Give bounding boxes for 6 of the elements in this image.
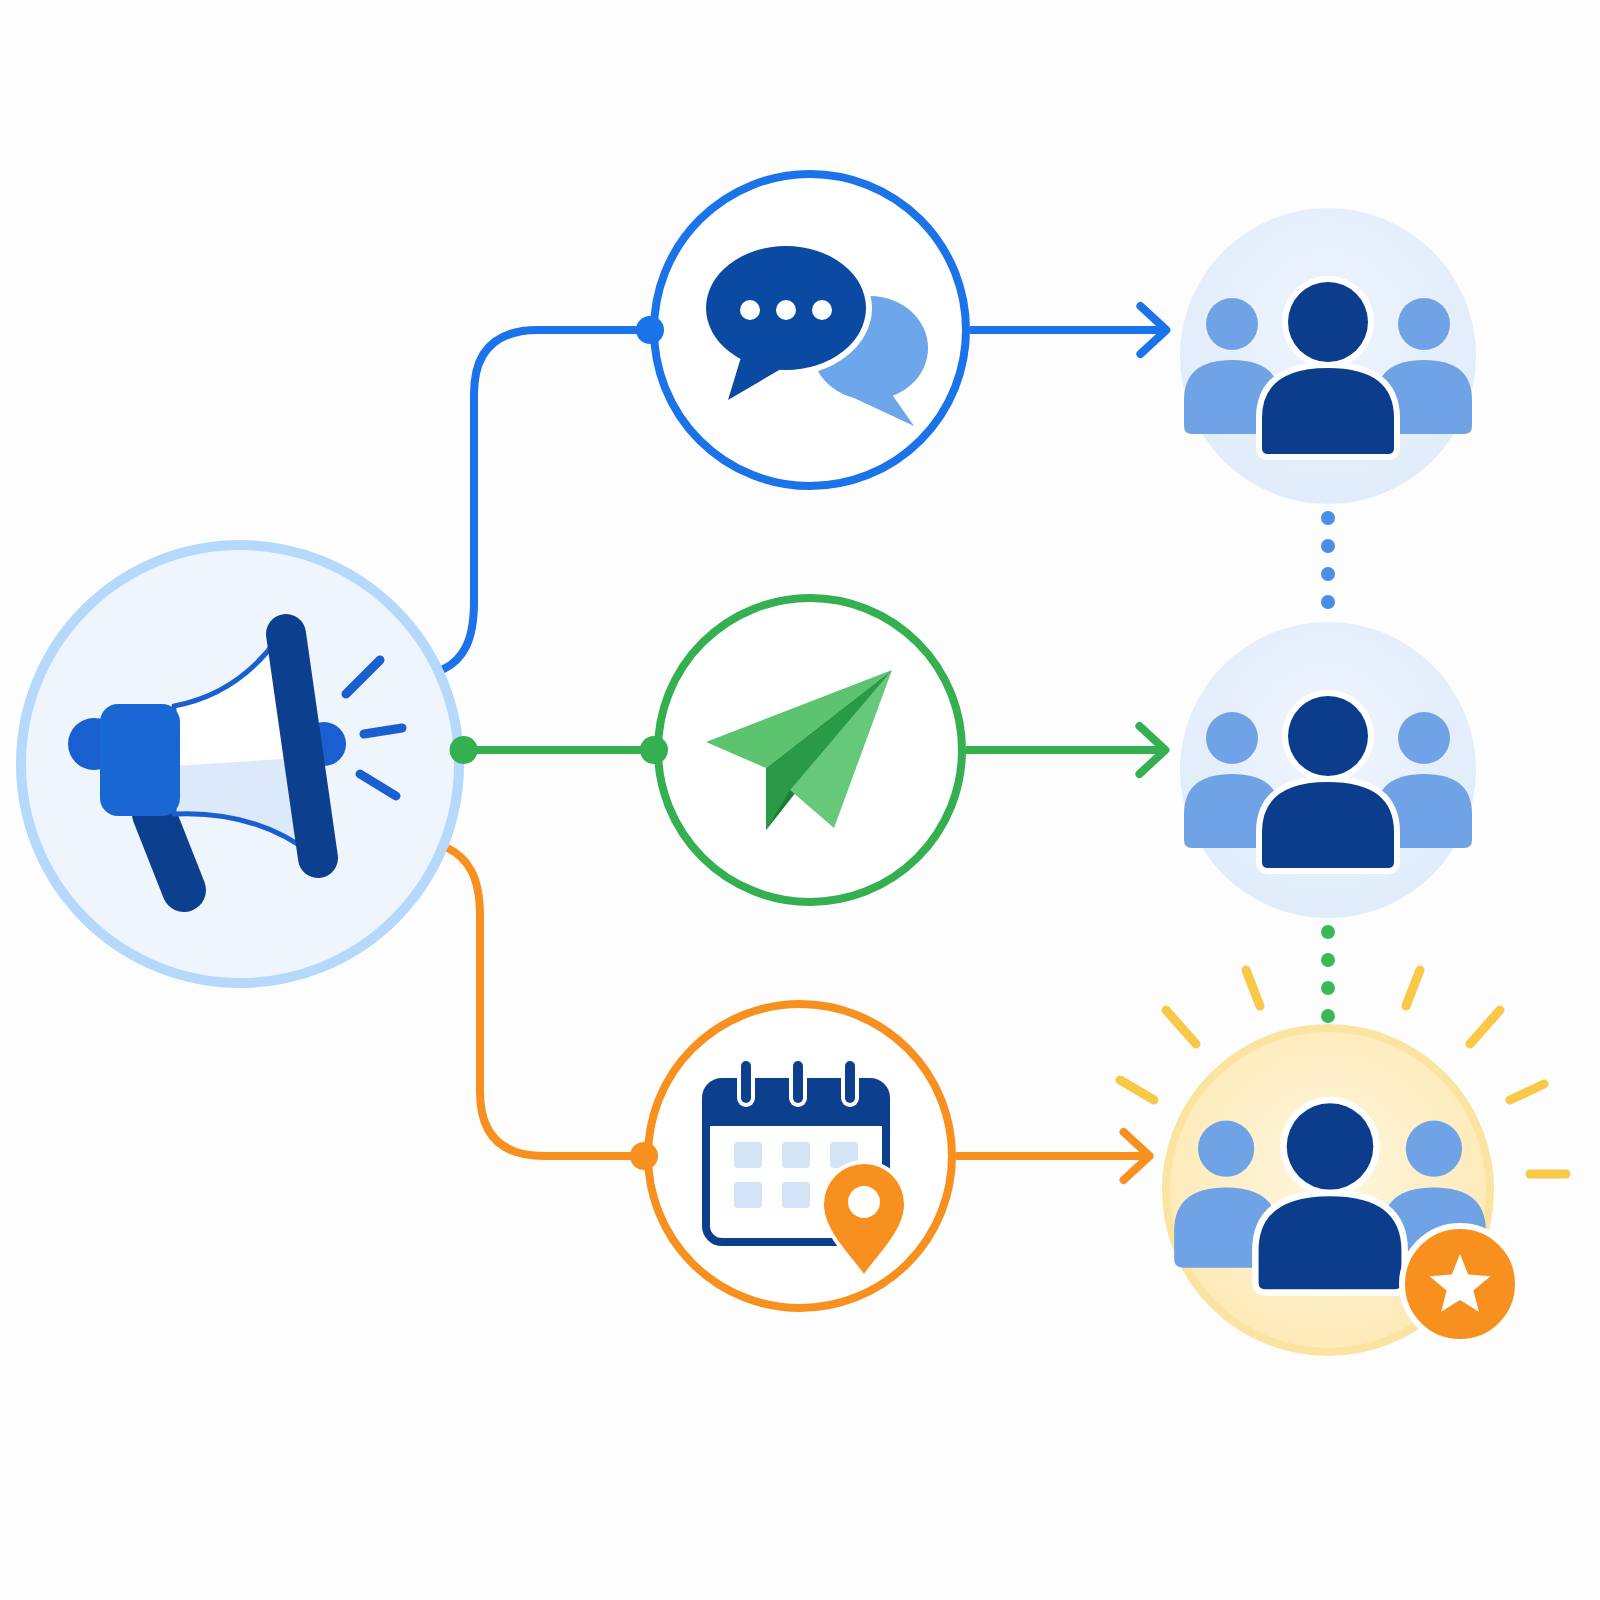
connector-line [449,736,668,764]
arrow [956,1128,1154,1184]
connector-line [445,844,658,1170]
arrow [966,722,1170,778]
arrow [970,302,1171,358]
connector-line [441,316,664,673]
